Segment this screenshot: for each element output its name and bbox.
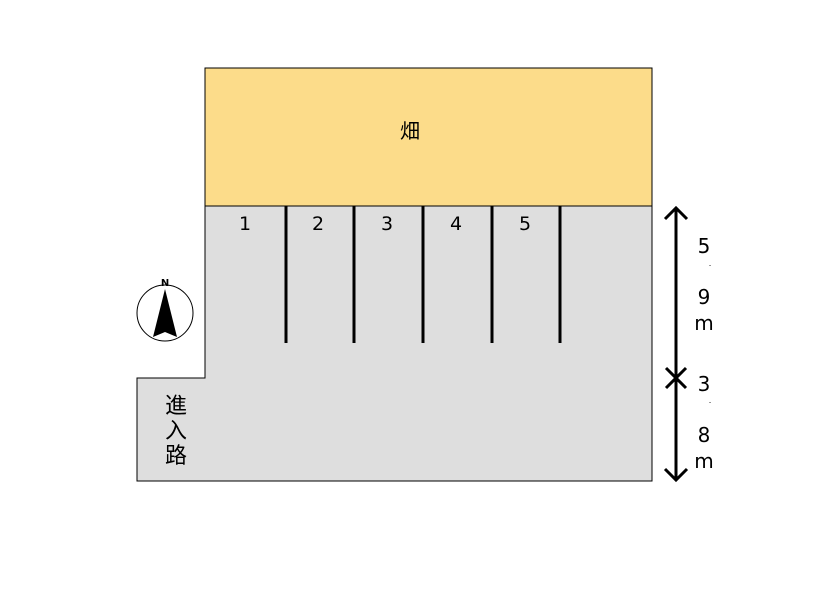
dimension-char: 8 bbox=[698, 423, 711, 447]
entrance-char: 進 bbox=[165, 394, 187, 419]
space-number: 1 bbox=[239, 213, 251, 235]
dimension-lower: 3 . 8 m bbox=[694, 372, 713, 473]
dimension-char: m bbox=[694, 311, 713, 335]
space-dividers bbox=[284, 206, 562, 343]
field-label: 畑 bbox=[400, 119, 420, 143]
space-number: 4 bbox=[450, 213, 462, 235]
north-compass-icon: N bbox=[136, 278, 194, 342]
dimension-char: 5 bbox=[698, 234, 711, 258]
parking-lot-area bbox=[136, 205, 653, 482]
compass-label: N bbox=[161, 278, 169, 289]
dimension-arrow bbox=[663, 205, 689, 483]
space-number: 3 bbox=[381, 213, 393, 235]
dimension-char: . bbox=[709, 396, 712, 405]
space-number: 5 bbox=[519, 213, 531, 235]
entrance-label: 進 入 路 bbox=[165, 394, 187, 469]
dimension-upper: 5 . 9 m bbox=[694, 234, 713, 335]
space-number: 2 bbox=[312, 213, 324, 235]
dimension-char: m bbox=[694, 449, 713, 473]
field-area bbox=[204, 67, 653, 207]
dimension-char: . bbox=[709, 259, 712, 268]
dimension-char: 9 bbox=[698, 285, 711, 309]
dimension-char: 3 bbox=[698, 372, 711, 396]
entrance-char: 入 bbox=[165, 419, 187, 444]
entrance-char: 路 bbox=[165, 444, 187, 469]
